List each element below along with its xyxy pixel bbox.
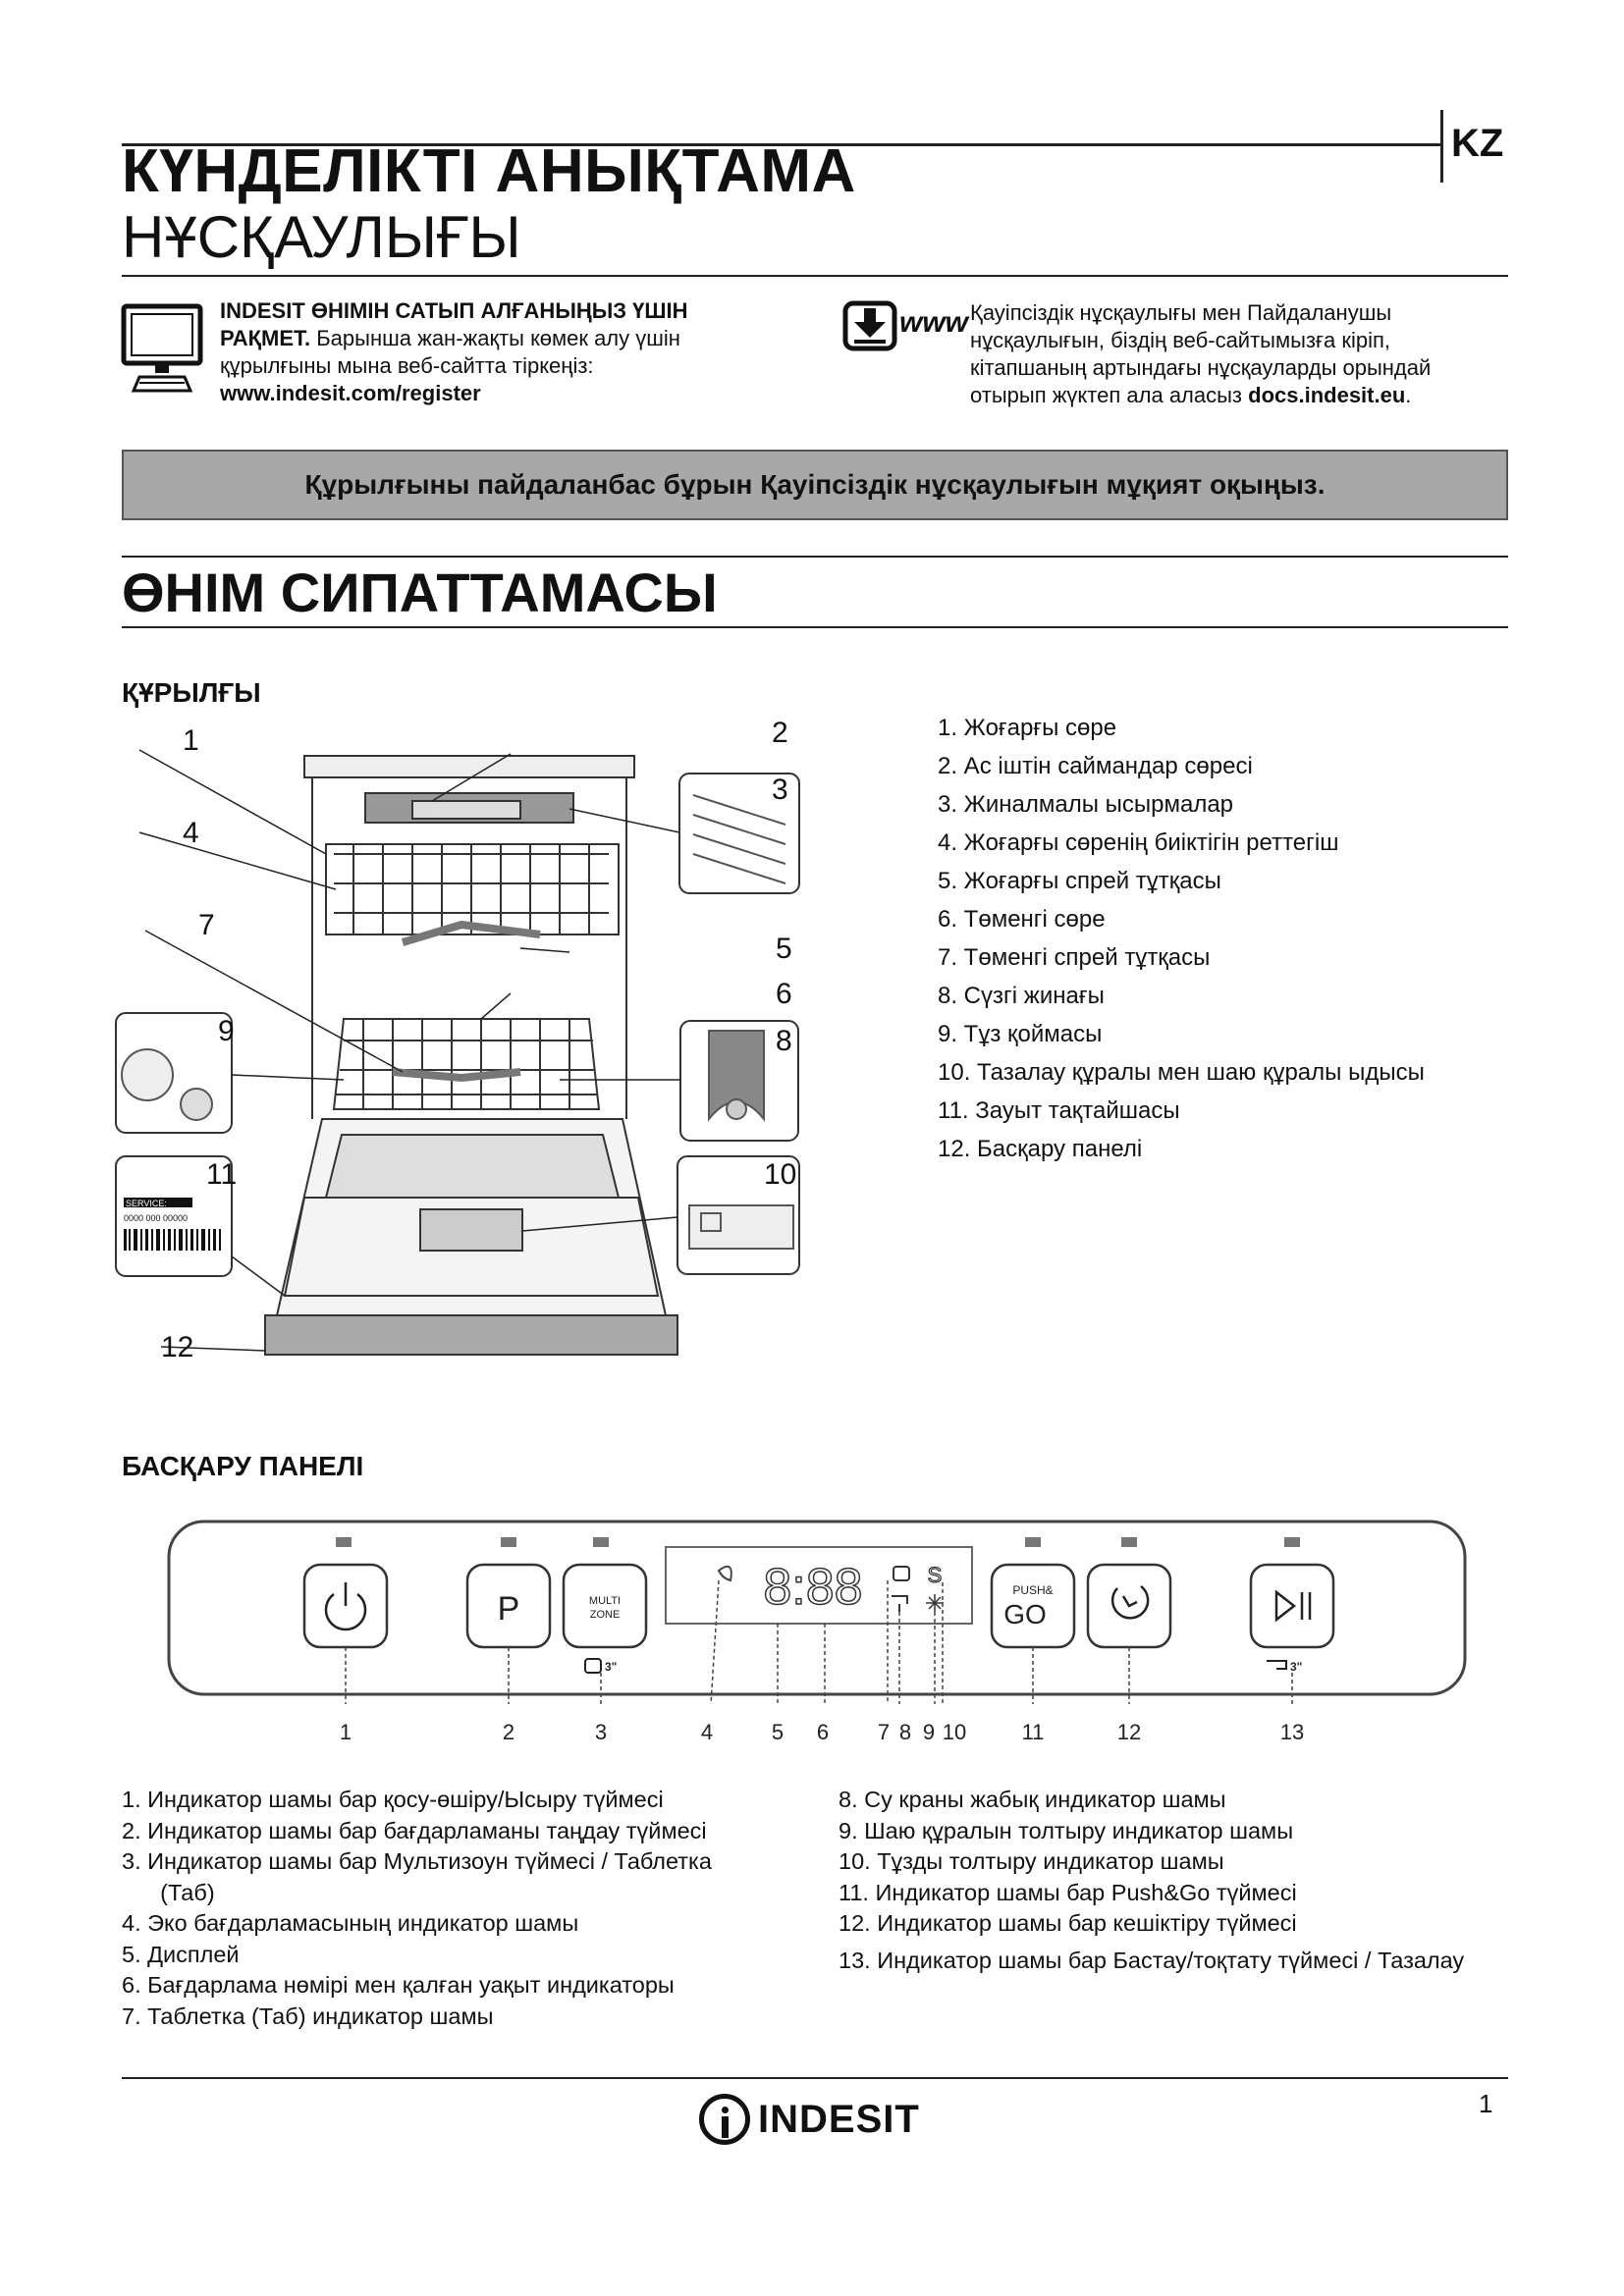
page-subtitle: НҰСҚАУЛЫҒЫ xyxy=(122,208,521,267)
panel-number-11: 11 xyxy=(1022,1720,1045,1744)
legend-item-1: 1. Индикатор шамы бар қосу-өшіру/Ысыру т… xyxy=(122,1785,712,1816)
panel-number-8: 8 xyxy=(899,1720,911,1744)
multizone-label-1: MULTI xyxy=(589,1595,621,1607)
panel-number-2: 2 xyxy=(503,1720,514,1744)
panel-number-6: 6 xyxy=(817,1720,829,1744)
part-item-12: 12. Басқару панелі xyxy=(938,1130,1425,1168)
legend-item-2: 2. Индикатор шамы бар бағдарламаны таңда… xyxy=(122,1816,712,1847)
service-label: SERVICE: xyxy=(126,1199,167,1208)
legend-item-3-cont: (Таб) xyxy=(122,1878,712,1909)
callout-4: 4 xyxy=(183,817,199,849)
callout-8: 8 xyxy=(776,1025,792,1057)
legend-item-9: 9. Шаю құралын толтыру индикатор шамы xyxy=(839,1816,1464,1847)
callout-7: 7 xyxy=(198,909,215,941)
start-three-sec: 3" xyxy=(1290,1660,1302,1674)
language-code: KZ xyxy=(1451,122,1503,166)
lamp-2 xyxy=(501,1537,516,1547)
part-item-3: 3. Жиналмалы ысырмалар xyxy=(938,785,1425,824)
header-bottom-rule xyxy=(122,275,1508,277)
legend-item-10: 10. Тұзды толтыру индикатор шамы xyxy=(839,1846,1464,1878)
panel-number-13: 13 xyxy=(1280,1720,1304,1744)
part-item-6: 6. Төменгі сөре xyxy=(938,900,1425,938)
callout-3: 3 xyxy=(772,774,788,806)
part-item-8: 8. Сүзгі жинағы xyxy=(938,977,1425,1015)
multizone-label-2: ZONE xyxy=(590,1609,621,1621)
legend-item-5: 5. Дисплей xyxy=(122,1940,712,1971)
callout-11: 11 xyxy=(206,1158,237,1191)
register-text: INDESIT ӨНІМІН САТЫП АЛҒАНЫҢЫЗ ҮШІН РАҚМ… xyxy=(220,297,770,407)
panel-number-1: 1 xyxy=(340,1720,352,1744)
docs-period: . xyxy=(1405,383,1411,407)
www-label: www xyxy=(899,306,968,340)
part-item-2: 2. Ас іштін саймандар сөресі xyxy=(938,747,1425,785)
section-bottom-rule xyxy=(122,626,1508,628)
legend-item-3: 3. Индикатор шамы бар Мультизоун түймесі… xyxy=(122,1846,712,1878)
indesit-logo-icon xyxy=(699,2094,750,2145)
callout-12: 12 xyxy=(161,1331,193,1363)
part-item-5: 5. Жоғарғы спрей тұтқасы xyxy=(938,862,1425,900)
panel-number-3: 3 xyxy=(595,1720,607,1744)
legend-item-13: 13. Индикатор шамы бар Бастау/тоқтату тү… xyxy=(839,1946,1464,1977)
control-panel-heading: БАСҚАРУ ПАНЕЛІ xyxy=(122,1451,363,1482)
indesit-logo: INDESIT xyxy=(699,2091,920,2148)
section-title: ӨНІМ СИПАТТАМАСЫ xyxy=(122,565,718,620)
computer-icon xyxy=(120,302,204,393)
lamp-3 xyxy=(593,1537,609,1547)
salt-indicator-s: S xyxy=(928,1563,943,1587)
legend-item-4: 4. Эко бағдарламасының индикатор шамы xyxy=(122,1908,712,1940)
lamp-13 xyxy=(1284,1537,1300,1547)
dishwasher-diagram: SERVICE: 0000 000 00000 1 2 3 4 5 6 7 8 … xyxy=(108,707,835,1374)
lamp-12 xyxy=(1121,1537,1137,1547)
legend-right: 8. Су краны жабық индикатор шамы 9. Шаю … xyxy=(839,1785,1464,1976)
push-go-label-1: PUSH& xyxy=(1012,1583,1053,1597)
part-item-1: 1. Жоғарғы сөре xyxy=(938,709,1425,747)
parts-list: 1. Жоғарғы сөре 2. Ас іштін саймандар сө… xyxy=(938,709,1425,1168)
legend-item-8: 8. Су краны жабық индикатор шамы xyxy=(839,1785,1464,1816)
legend-item-6: 6. Бағдарлама нөмірі мен қалған уақыт ин… xyxy=(122,1970,712,2002)
docs-url[interactable]: docs.indesit.eu xyxy=(1248,383,1405,407)
part-item-7: 7. Төменгі спрей тұтқасы xyxy=(938,938,1425,977)
legend-item-11: 11. Индикатор шамы бар Push&Go түймесі xyxy=(839,1878,1464,1909)
panel-number-5: 5 xyxy=(772,1720,784,1744)
download-www-icon: www xyxy=(842,300,960,351)
register-url[interactable]: www.indesit.com/register xyxy=(220,381,481,405)
page-number: 1 xyxy=(1479,2089,1492,2119)
part-item-4: 4. Жоғарғы сөренің биіктігін реттегіш xyxy=(938,824,1425,862)
brand-name: INDESIT xyxy=(758,2098,920,2142)
docs-text: Қауіпсіздік нұсқаулығы мен Пайдаланушы н… xyxy=(970,299,1500,409)
callout-6: 6 xyxy=(776,978,792,1010)
callout-10: 10 xyxy=(764,1158,796,1191)
legend-left: 1. Индикатор шамы бар қосу-өшіру/Ысыру т… xyxy=(122,1785,712,2032)
legend-item-7: 7. Таблетка (Таб) индикатор шамы xyxy=(122,2002,712,2033)
service-code: 0000 000 00000 xyxy=(124,1213,188,1223)
panel-number-7: 7 xyxy=(878,1720,890,1744)
control-panel-diagram: P MULTI ZONE PUSH& GO 3" 3" 8:88 S xyxy=(157,1510,1483,1755)
callout-9: 9 xyxy=(218,1015,235,1047)
device-heading: ҚҰРЫЛҒЫ xyxy=(122,677,261,709)
lamp-11 xyxy=(1025,1537,1041,1547)
panel-number-4: 4 xyxy=(701,1720,713,1744)
program-button-label: P xyxy=(498,1590,520,1628)
page-title: КҮНДЕЛІКТІ АНЫҚТАМА xyxy=(122,141,856,202)
panel-number-9: 9 xyxy=(923,1720,935,1744)
display-digits: 8:88 xyxy=(763,1559,862,1616)
callout-2: 2 xyxy=(772,717,788,749)
callout-1: 1 xyxy=(183,724,199,757)
legend-item-12: 12. Индикатор шамы бар кешіктіру түймесі xyxy=(839,1908,1464,1940)
panel-number-10: 10 xyxy=(943,1720,966,1744)
header-vertical-rule xyxy=(1440,110,1443,183)
part-item-10: 10. Тазалау құралы мен шаю құралы ыдысы xyxy=(938,1053,1425,1092)
multizone-three-sec: 3" xyxy=(605,1660,617,1674)
push-go-label-2: GO xyxy=(1003,1599,1047,1629)
section-top-rule xyxy=(122,556,1508,558)
callout-5: 5 xyxy=(776,933,792,965)
part-item-11: 11. Зауыт тақтайшасы xyxy=(938,1092,1425,1130)
panel-number-12: 12 xyxy=(1117,1720,1141,1744)
safety-banner: Құрылғыны пайдаланбас бұрын Қауіпсіздік … xyxy=(122,450,1508,520)
part-item-9: 9. Тұз қоймасы xyxy=(938,1015,1425,1053)
lamp-1 xyxy=(336,1537,352,1547)
footer-rule xyxy=(122,2077,1508,2079)
